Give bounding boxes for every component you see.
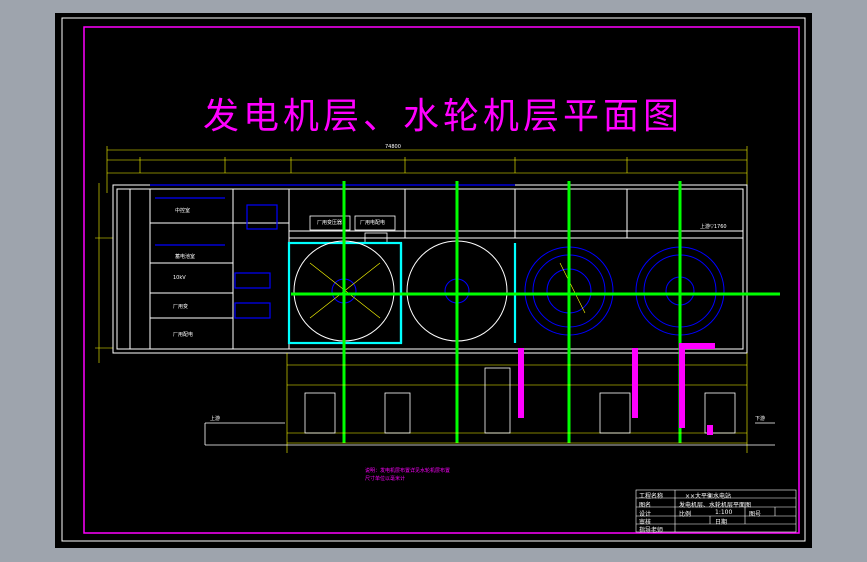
tb-date-label: 日期 (715, 519, 728, 526)
generator-units (293, 240, 725, 342)
lower-dimension-lines (286, 353, 748, 453)
room-label-control: 中控室 (175, 208, 191, 214)
inner-frame (83, 26, 800, 534)
stairs-highlight (518, 343, 715, 435)
tb-drawing-name-label: 图名 (639, 502, 652, 509)
tb-design-label: 设计 (639, 511, 652, 518)
drawing-title: 发电机层、水轮机层平面图 (203, 96, 684, 137)
lower-structure (204, 367, 775, 446)
room-label-distribution: 厂用电配电 (360, 220, 386, 226)
downstream-label: 下游 (755, 416, 766, 422)
total-length-dimension: 74800 (385, 144, 401, 150)
room-label-transformer: 厂用变压器 (317, 220, 343, 226)
left-dimension-lines (95, 183, 113, 363)
drawing-note-line1: 说明：发电机层布置详见水轮机层布置 (365, 468, 451, 474)
tb-scale-label: 比例 (679, 511, 692, 518)
drawing-sheet: 发电机层、水轮机层平面图 74800 中控室 蓄电池室 厂用变压器 厂用电配电 … (55, 13, 812, 548)
elevation-label: 上游▽1760 (700, 224, 727, 230)
floor-plan-drawing (61, 17, 806, 542)
tb-advisor-label: 指导老师 (639, 527, 664, 534)
room-label-station-distribution: 厂用配电 (173, 332, 194, 338)
title-block-grid (635, 489, 797, 533)
drawing-note-line2: 尺寸单位以毫米计 (365, 476, 406, 482)
tb-project-value: ××大平衡水电站 (685, 493, 732, 500)
room-label-10kv: 10kV (173, 275, 186, 281)
tb-review-label: 审核 (639, 519, 652, 526)
outer-border (61, 17, 806, 542)
top-dimension-lines (106, 146, 748, 193)
upstream-label: 上游 (210, 416, 221, 422)
room-label-station-transformer: 厂用变 (173, 304, 189, 310)
equipment-lines (150, 184, 515, 319)
tb-project-label: 工程名称 (639, 493, 664, 500)
tb-sheet-label: 图号 (749, 511, 762, 518)
tb-scale-value: 1:100 (715, 509, 733, 516)
room-label-battery: 蓄电池室 (175, 254, 196, 260)
tb-drawing-name-value: 发电机层、水轮机层平面图 (679, 502, 752, 509)
unit-axes (291, 181, 780, 443)
